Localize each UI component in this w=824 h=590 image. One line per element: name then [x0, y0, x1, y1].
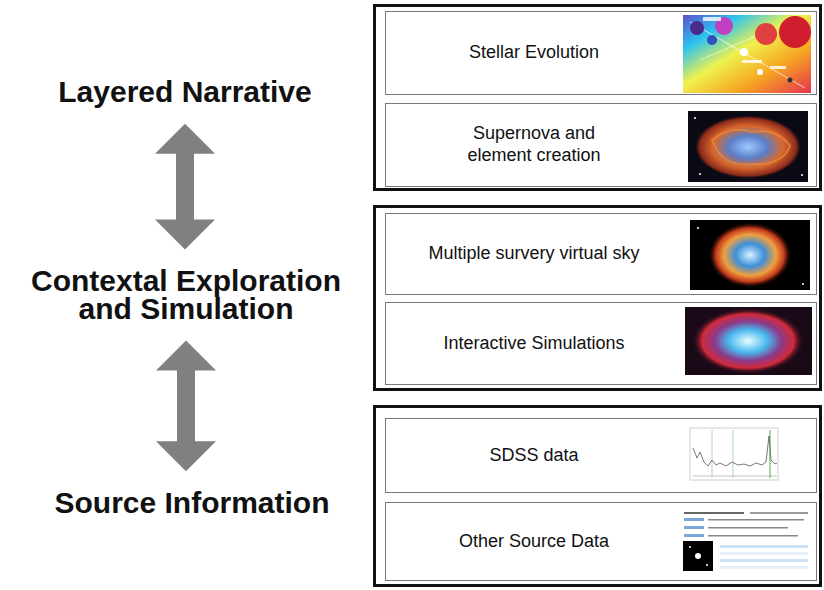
content-box: Other Source Data	[385, 502, 817, 581]
layer-title: Layered Narrative	[25, 78, 345, 106]
content-box: SDSS data	[385, 418, 817, 493]
source-data-image	[680, 510, 812, 572]
supernova-image	[688, 111, 808, 182]
virtual-sky-image	[690, 220, 810, 290]
text-area: Multiple survery virtual sky	[386, 243, 682, 265]
text-area: Stellar Evolution	[386, 42, 682, 64]
layer-title: Contextal Exploration and Simulation	[11, 267, 361, 322]
layer-group-box: Stellar EvolutionSupernova and element c…	[373, 4, 822, 191]
content-title: SDSS data	[389, 445, 679, 467]
sdss-spectrum-image	[690, 428, 778, 480]
content-title: Multiple survery virtual sky	[389, 243, 679, 265]
text-area: Supernova and element creation	[386, 123, 682, 166]
content-box: Stellar Evolution	[385, 11, 817, 95]
double-arrow	[156, 341, 216, 472]
text-area: Interactive Simulations	[386, 333, 682, 355]
layer-group-box: SDSS dataOther Source Data	[373, 405, 822, 587]
layer-label: Contextal Exploration and Simulation	[11, 253, 361, 336]
stellar-evolution-image	[683, 15, 811, 93]
double-arrow	[155, 124, 215, 250]
layer-group-box: Multiple survery virtual skyInteractive …	[373, 205, 822, 391]
content-title: Interactive Simulations	[389, 333, 679, 355]
content-title: Other Source Data	[389, 531, 679, 553]
content-title: Supernova and element creation	[449, 123, 619, 166]
text-area: Other Source Data	[386, 531, 682, 553]
content-box: Supernova and element creation	[385, 103, 817, 187]
layer-title: Source Information	[27, 489, 357, 517]
layer-label: Layered Narrative	[25, 64, 345, 120]
content-title: Stellar Evolution	[389, 42, 679, 64]
content-box: Multiple survery virtual sky	[385, 213, 817, 295]
layer-label: Source Information	[27, 475, 357, 531]
text-area: SDSS data	[386, 445, 682, 467]
content-box: Interactive Simulations	[385, 302, 817, 385]
simulation-image	[685, 307, 812, 375]
